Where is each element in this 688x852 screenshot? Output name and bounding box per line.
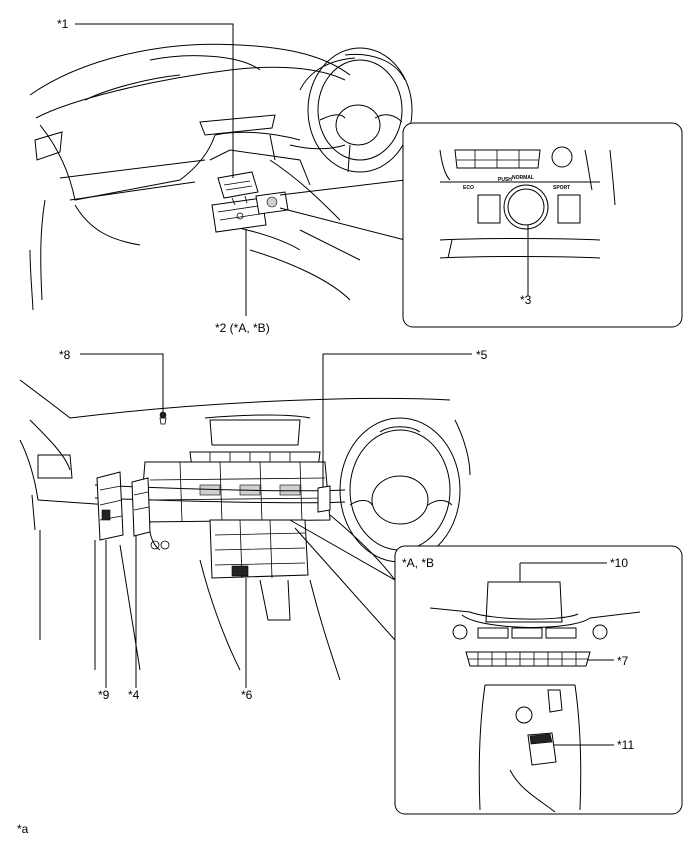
eco-mode-text: ECO [463,185,474,191]
callout-label-1: *1 [57,17,69,31]
callout-label-10: *10 [610,556,629,570]
inset-center-cluster [394,545,683,815]
bottom-dashboard-view [19,353,472,688]
callout-label-9: *9 [98,688,110,702]
inset-tag-label: *A, *B [402,556,435,570]
callout-label-3: *3 [520,293,532,307]
push-text: PUSH [498,177,512,183]
callout-label-6: *6 [241,688,253,702]
callout-label-5: *5 [476,348,488,362]
callout-label-2: *2 (*A, *B) [215,321,270,335]
callout-label-4: *4 [128,688,140,702]
normal-mode-text: NORMAL [512,175,534,181]
sport-mode-text: SPORT [553,185,571,191]
callout-label-8: *8 [59,348,71,362]
callout-label-11: *11 [617,738,635,752]
top-dashboard-view [29,23,413,316]
inset-drive-mode-switch [402,122,683,328]
callout-label-7: *7 [617,654,629,668]
footer-label: *a [17,822,29,836]
